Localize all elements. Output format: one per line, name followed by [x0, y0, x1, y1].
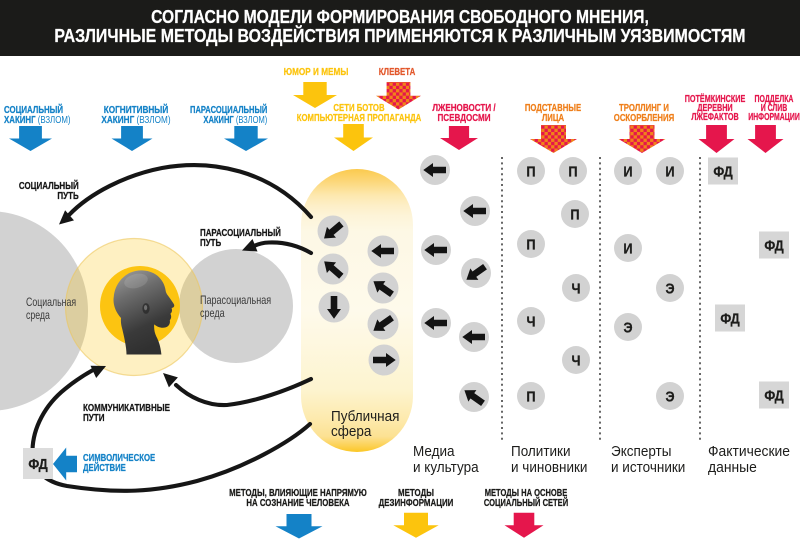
svg-text:П: П [570, 205, 579, 222]
svg-text:Э: Э [665, 279, 674, 296]
svg-text:ФД: ФД [764, 386, 783, 403]
svg-text:И: И [623, 239, 632, 256]
svg-text:ФД: ФД [28, 455, 47, 472]
svg-text:Э: Э [665, 387, 674, 404]
svg-text:ФД: ФД [764, 236, 783, 253]
svg-text:Ч: Ч [572, 279, 581, 296]
svg-text:П: П [526, 235, 535, 252]
svg-text:И: И [623, 162, 632, 179]
svg-text:ФД: ФД [720, 309, 739, 326]
svg-text:П: П [526, 162, 535, 179]
svg-text:Ч: Ч [527, 312, 536, 329]
svg-text:И: И [665, 162, 674, 179]
svg-text:П: П [568, 162, 577, 179]
svg-text:Ч: Ч [572, 351, 581, 368]
svg-text:ФД: ФД [713, 162, 732, 179]
svg-text:П: П [526, 387, 535, 404]
svg-text:Э: Э [623, 318, 632, 335]
